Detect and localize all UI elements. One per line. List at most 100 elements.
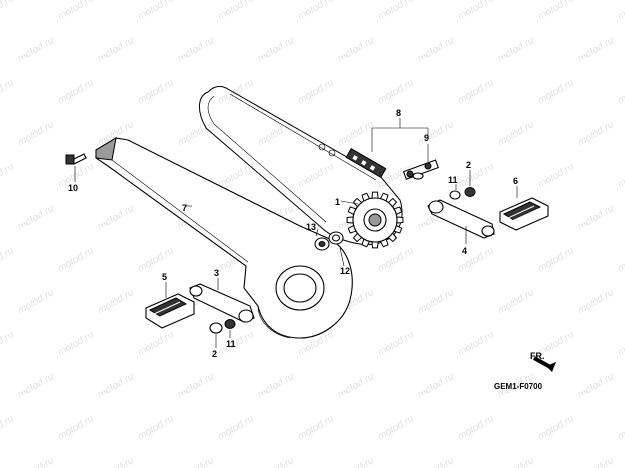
- watermark-text: motod.ru: [376, 245, 416, 274]
- watermark-text: motod.ru: [96, 371, 136, 400]
- watermark-text: motod.ru: [176, 371, 216, 400]
- watermark-text: motod.ru: [176, 35, 216, 64]
- watermark-text: motod.ru: [616, 161, 625, 190]
- watermark-text: motod.ru: [256, 35, 296, 64]
- watermark-text: motod.ru: [0, 245, 16, 274]
- watermark-text: motod.ru: [16, 35, 56, 64]
- right-crank-fasteners: [449, 187, 476, 200]
- watermark-text: motod.ru: [376, 329, 416, 358]
- watermark-text: motod.ru: [576, 35, 616, 64]
- watermark-text: motod.ru: [536, 161, 576, 190]
- watermark-text: motod.ru: [616, 245, 625, 274]
- watermark-text: motod.ru: [256, 455, 296, 468]
- watermark-text: motod.ru: [216, 413, 256, 442]
- watermark-text: motod.ru: [336, 371, 376, 400]
- callout-3: 3: [214, 268, 219, 278]
- watermark-text: motod.ru: [216, 329, 256, 358]
- callout-13: 13: [306, 222, 316, 232]
- watermark-text: motod.ru: [0, 0, 16, 23]
- watermark-text: motod.ru: [56, 413, 96, 442]
- watermark-text: motod.ru: [336, 119, 376, 148]
- callout-2-left: 2: [212, 349, 217, 359]
- watermark-text: motod.ru: [0, 77, 16, 106]
- callout-12: 12: [340, 266, 350, 276]
- watermark-text: motod.ru: [616, 0, 625, 23]
- watermark-text: motod.ru: [256, 119, 296, 148]
- watermark-text: motod.ru: [496, 287, 536, 316]
- chain-links: [318, 143, 387, 179]
- watermark-text: motod.ru: [136, 77, 176, 106]
- watermark-text: motod.ru: [216, 0, 256, 23]
- watermark-text: motod.ru: [416, 35, 456, 64]
- watermark-text: motod.ru: [456, 161, 496, 190]
- watermark-text: motod.ru: [336, 35, 376, 64]
- watermark-text: motod.ru: [416, 455, 456, 468]
- watermark-text: motod.ru: [136, 413, 176, 442]
- left-crank-fasteners: [209, 319, 236, 334]
- watermark-text: motod.ru: [56, 0, 96, 23]
- chain-case: [95, 137, 353, 339]
- direction-label: FR.: [530, 351, 545, 361]
- watermark-text: motod.ru: [616, 413, 625, 442]
- watermark-text: motod.ru: [576, 119, 616, 148]
- watermark-text: motod.ru: [0, 329, 16, 358]
- watermark-text: motod.ru: [456, 77, 496, 106]
- watermark-text: motod.ru: [56, 329, 96, 358]
- watermark-text: motod.ru: [376, 413, 416, 442]
- watermark-text: motod.ru: [456, 0, 496, 23]
- right-crank-arm: [427, 199, 495, 239]
- watermark-text: motod.ru: [456, 329, 496, 358]
- master-link: [402, 159, 439, 180]
- watermark-text: motod.ru: [496, 35, 536, 64]
- callout-10: 10: [68, 183, 78, 193]
- watermark-text: motod.ru: [16, 455, 56, 468]
- leader-lines: [74, 118, 518, 348]
- callout-6: 6: [513, 176, 518, 186]
- watermark-text: motod.ru: [536, 77, 576, 106]
- watermark-text: motod.ru: [376, 0, 416, 23]
- drive-sprocket: [346, 191, 404, 249]
- callout-1: 1: [335, 197, 340, 207]
- watermark-text: motod.ru: [576, 203, 616, 232]
- watermark-text: motod.ru: [96, 203, 136, 232]
- watermark-text: motod.ru: [136, 245, 176, 274]
- watermark-text: motod.ru: [136, 0, 176, 23]
- watermark-text: motod.ru: [176, 119, 216, 148]
- callout-11-right: 11: [448, 175, 458, 185]
- watermark-text: motod.ru: [496, 119, 536, 148]
- watermark-text: motod.ru: [616, 329, 625, 358]
- callout-11-left: 11: [226, 339, 236, 349]
- watermark-text: motod.ru: [456, 413, 496, 442]
- left-crank-arm: [189, 283, 255, 323]
- watermark-text: motod.ru: [96, 455, 136, 468]
- watermark-text: motod.ru: [616, 77, 625, 106]
- watermark-text: motod.ru: [56, 245, 96, 274]
- callout-9: 9: [424, 133, 429, 143]
- callout-8: 8: [396, 108, 401, 118]
- callout-2-right: 2: [466, 160, 471, 170]
- watermark-text: motod.ru: [576, 455, 616, 468]
- watermark-text: motod.ru: [176, 455, 216, 468]
- watermark-text: motod.ru: [416, 119, 456, 148]
- watermark-text: motod.ru: [136, 329, 176, 358]
- callout-5: 5: [162, 272, 167, 282]
- watermark-text: motod.ru: [536, 245, 576, 274]
- watermark-text: motod.ru: [416, 287, 456, 316]
- watermark-text: motod.ru: [16, 371, 56, 400]
- watermark-text: motod.ru: [256, 371, 296, 400]
- watermark-text: motod.ru: [96, 287, 136, 316]
- watermark-text: motod.ru: [296, 0, 336, 23]
- front-direction-arrow-icon: [533, 356, 556, 372]
- watermark-text: motod.ru: [536, 0, 576, 23]
- watermark-text: motod.ru: [336, 455, 376, 468]
- watermark-text: motod.ru: [536, 413, 576, 442]
- watermark-text: motod.ru: [56, 77, 96, 106]
- watermark-text: motod.ru: [496, 455, 536, 468]
- watermark-text: motod.ru: [0, 413, 16, 442]
- watermark-text: motod.ru: [576, 287, 616, 316]
- watermark-text: motod.ru: [16, 119, 56, 148]
- watermark-text: motod.ru: [16, 287, 56, 316]
- watermark-text: motod.ru: [296, 413, 336, 442]
- sprocket-washers: [314, 231, 344, 251]
